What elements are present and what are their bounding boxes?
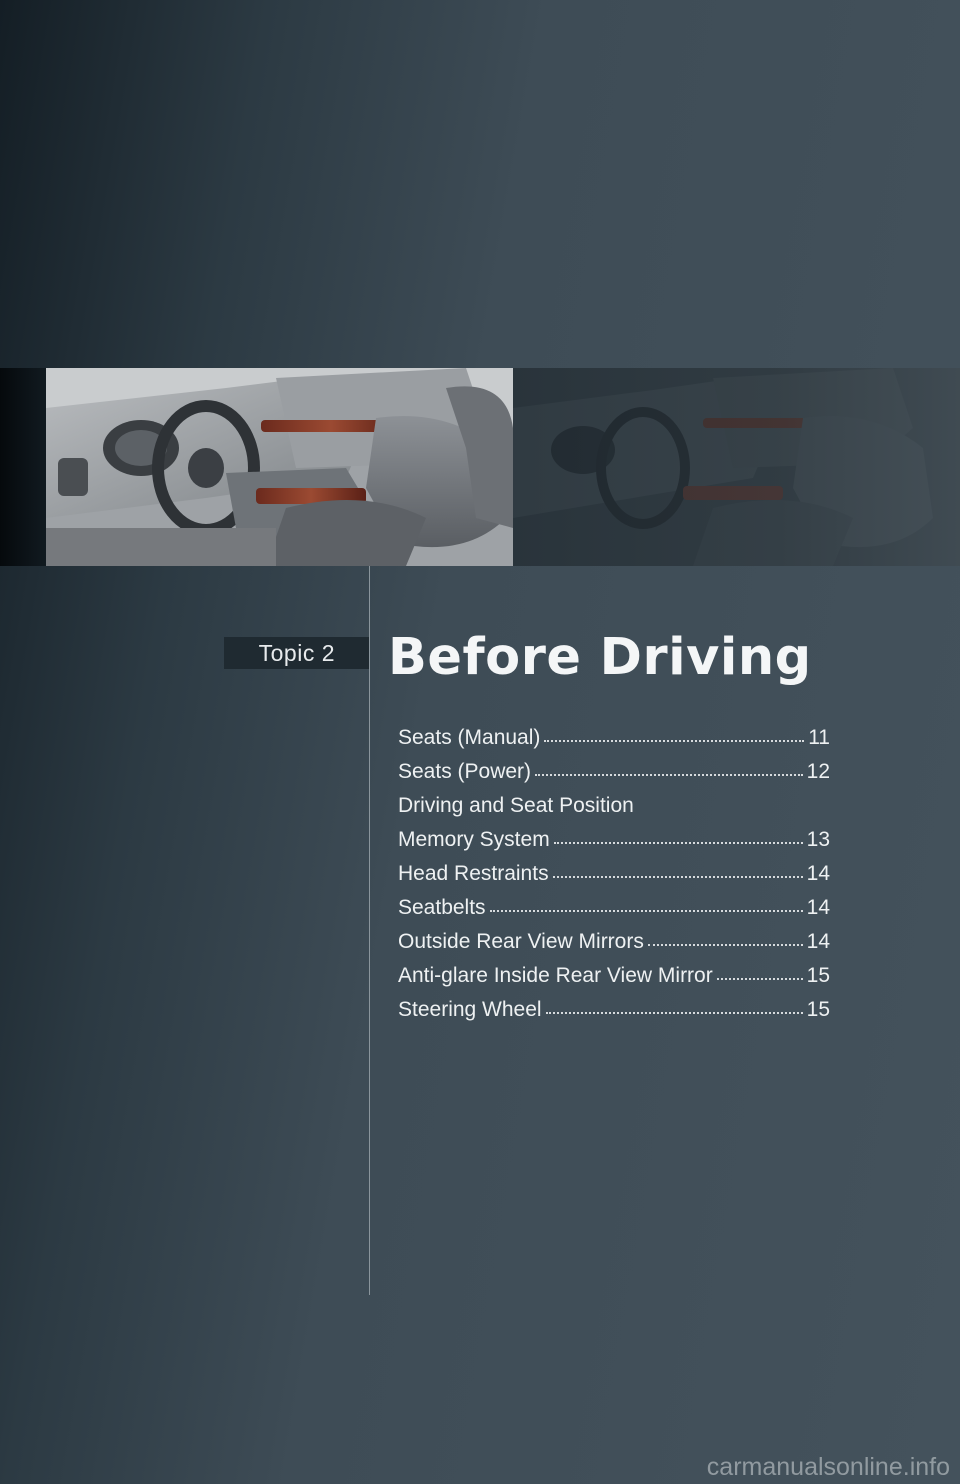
watermark: carmanualsonline.info — [706, 1453, 950, 1481]
toc-entry-seats-manual[interactable]: Seats (Manual) 11 — [398, 716, 830, 750]
toc-leader-dots — [535, 774, 803, 776]
car-interior-photo — [46, 368, 960, 566]
toc-leader-dots — [545, 1012, 803, 1014]
toc-entry-label: Seats (Power) — [398, 760, 532, 783]
toc-entry-label: Memory System — [398, 828, 550, 851]
toc-leader-dots — [716, 978, 803, 980]
toc-entry-label: Seats (Manual) — [398, 726, 541, 749]
toc-entry-outside-mirrors[interactable]: Outside Rear View Mirrors 14 — [398, 920, 830, 954]
toc-entry-inside-mirror[interactable]: Anti-glare Inside Rear View Mirror 15 — [398, 954, 830, 988]
toc-entry-driving-seat-position[interactable]: Driving and Seat Position — [398, 784, 830, 818]
toc-entry-page: 11 — [808, 726, 830, 749]
toc-leader-dots — [553, 842, 803, 844]
toc-leader-dots — [647, 944, 803, 946]
toc-entry-steering-wheel[interactable]: Steering Wheel 15 — [398, 988, 830, 1022]
toc-entry-label: Head Restraints — [398, 862, 549, 885]
toc-entry-page: 14 — [806, 862, 830, 885]
vertical-divider — [369, 566, 370, 1295]
toc-entry-label: Driving and Seat Position — [398, 794, 634, 817]
photo-left-stripe — [0, 368, 46, 566]
toc-entry-head-restraints[interactable]: Head Restraints 14 — [398, 852, 830, 886]
toc-entry-page: 13 — [806, 828, 830, 851]
toc-entry-page: 14 — [806, 896, 830, 919]
toc-entry-label: Seatbelts — [398, 896, 486, 919]
toc-entry-page: 15 — [806, 998, 830, 1021]
table-of-contents: Seats (Manual) 11 Seats (Power) 12 Drivi… — [398, 716, 830, 1022]
toc-leader-dots — [489, 910, 803, 912]
section-title: Before Driving — [388, 628, 812, 687]
toc-entry-memory-system[interactable]: Memory System 13 — [398, 818, 830, 852]
toc-leader-dots — [544, 740, 805, 742]
toc-entry-label: Anti-glare Inside Rear View Mirror — [398, 964, 713, 987]
toc-entry-page: 12 — [806, 760, 830, 783]
topic-tag: Topic 2 — [224, 637, 369, 669]
interior-photo-band — [0, 368, 960, 566]
toc-entry-page: 15 — [806, 964, 830, 987]
toc-entry-page: 14 — [806, 930, 830, 953]
toc-entry-label: Outside Rear View Mirrors — [398, 930, 644, 953]
toc-entry-seats-power[interactable]: Seats (Power) 12 — [398, 750, 830, 784]
toc-leader-dots — [552, 876, 803, 878]
toc-entry-seatbelts[interactable]: Seatbelts 14 — [398, 886, 830, 920]
toc-entry-label: Steering Wheel — [398, 998, 542, 1021]
